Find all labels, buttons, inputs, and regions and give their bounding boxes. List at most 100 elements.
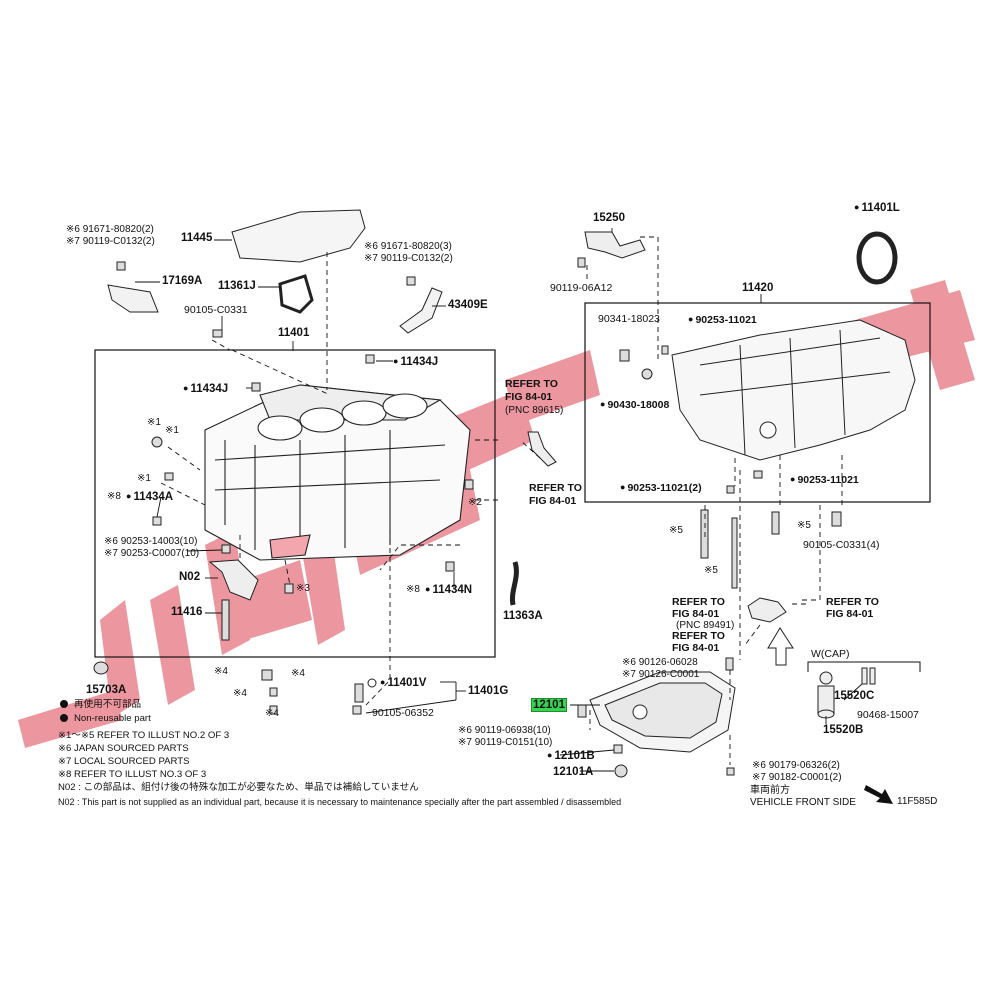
part-12101A[interactable]: 12101A bbox=[553, 766, 594, 778]
legend-dot-2 bbox=[60, 714, 68, 722]
part-17169A[interactable]: 17169A bbox=[162, 275, 203, 287]
annotation-s1a: ※1 bbox=[147, 417, 161, 428]
part-90105-06352[interactable]: 90105-06352 bbox=[372, 707, 434, 719]
part-90119-06A12[interactable]: 90119-06A12 bbox=[550, 282, 613, 294]
annotation-p6c: ※6 90179-06326(2) bbox=[752, 760, 840, 771]
note-1: ※1～※5 REFER TO ILLUST NO.2 OF 3 bbox=[58, 730, 230, 741]
part-11363A[interactable]: 11363A bbox=[503, 610, 543, 622]
part-90253-11021-top[interactable]: 90253-11021 bbox=[688, 313, 756, 327]
part-90430-18008[interactable]: 90430-18008 bbox=[600, 398, 669, 412]
refer5-line1[interactable]: REFER TO bbox=[826, 596, 879, 608]
annotation-s3: ※3 bbox=[296, 583, 310, 594]
dashed-lines bbox=[160, 236, 843, 765]
sensor-89491-drawing bbox=[747, 597, 787, 623]
annotation-s7b: ※7 90253-C0007(10) bbox=[104, 548, 200, 559]
refer1-line2[interactable]: FIG 84-01 bbox=[505, 391, 553, 403]
part-90341-18023[interactable]: 90341-18023 bbox=[598, 313, 660, 325]
part-11420[interactable]: 11420 bbox=[742, 282, 774, 294]
part-90468-15007[interactable]: 90468-15007 bbox=[857, 709, 919, 721]
annotation-tm7: ※7 90119-C0132(2) bbox=[364, 253, 453, 264]
annotation-p7a: ※7 90126-C0001 bbox=[622, 669, 700, 680]
part-11445[interactable]: 11445 bbox=[181, 232, 213, 244]
annotation-tm6: ※6 91671-80820(3) bbox=[364, 241, 452, 252]
annotation-s6b: ※6 90253-14003(10) bbox=[104, 536, 198, 547]
part-11401V[interactable]: 11401V bbox=[380, 676, 426, 690]
part-11434J-left[interactable]: 11434J bbox=[183, 382, 228, 396]
part-15520B[interactable]: 15520B bbox=[823, 724, 864, 736]
part-15520C[interactable]: 15520C bbox=[834, 690, 875, 702]
refer1-line3: (PNC 89615) bbox=[505, 405, 564, 416]
part-90105-C0331-4[interactable]: 90105-C0331(4) bbox=[803, 539, 880, 551]
part-43409E[interactable]: 43409E bbox=[448, 299, 488, 311]
annotation-s5a: ※5 bbox=[669, 525, 683, 536]
note-n02-en: N02 : This part is not supplied as an in… bbox=[58, 797, 622, 807]
annotation-s8b: ※8 bbox=[406, 584, 420, 595]
part-11401[interactable]: 11401 bbox=[278, 327, 310, 339]
refer1-line1[interactable]: REFER TO bbox=[505, 378, 558, 390]
annotation-s4d: ※4 bbox=[265, 708, 279, 719]
cylinder-block-drawing bbox=[204, 384, 471, 561]
oilpan-frame bbox=[584, 302, 931, 503]
part-11363A-drawing bbox=[509, 561, 519, 606]
front-arrow-up bbox=[767, 627, 794, 666]
part-11416[interactable]: 11416 bbox=[171, 606, 203, 618]
annotation-s5c: ※5 bbox=[704, 565, 718, 576]
wcap-bracket bbox=[807, 661, 921, 672]
annotation-tl7: ※7 90119-C0132(2) bbox=[66, 236, 155, 247]
block-frame bbox=[94, 349, 496, 658]
legend-jp: 再使用不可部品 bbox=[60, 699, 141, 711]
refer2-line1[interactable]: REFER TO bbox=[529, 482, 582, 494]
part-11361J[interactable]: 11361J bbox=[218, 280, 256, 292]
part-N02[interactable]: N02 bbox=[179, 571, 201, 583]
legend-en: Non-reusable part bbox=[60, 713, 151, 725]
part-11401G[interactable]: 11401G bbox=[468, 685, 509, 697]
refer3-line1[interactable]: REFER TO bbox=[672, 596, 725, 608]
part-11434J-top[interactable]: 11434J bbox=[393, 355, 438, 369]
cover-11445-drawing bbox=[231, 209, 366, 263]
part-15703A[interactable]: 15703A bbox=[86, 684, 127, 696]
part-12101[interactable]: 12101 bbox=[531, 698, 567, 712]
annotation-s5b: ※5 bbox=[797, 520, 811, 531]
part-11401L[interactable]: 11401L bbox=[854, 201, 899, 215]
annotation-tl6: ※6 91671-80820(2) bbox=[66, 224, 154, 235]
sensor-89615-drawing bbox=[527, 431, 557, 467]
part-11434A[interactable]: 11434A bbox=[126, 490, 173, 504]
note-4: ※8 REFER TO ILLUST NO.3 OF 3 bbox=[58, 769, 207, 780]
part-11361J-drawing bbox=[278, 274, 314, 314]
part-12101B[interactable]: 12101B bbox=[547, 749, 594, 763]
part-12101-highlight: 12101 bbox=[531, 698, 567, 712]
refer4-line2[interactable]: FIG 84-01 bbox=[672, 642, 720, 654]
part-15250[interactable]: 15250 bbox=[593, 212, 625, 224]
refer3-line2[interactable]: FIG 84-01 bbox=[672, 608, 720, 620]
legend-en-text: Non-reusable part bbox=[74, 713, 151, 724]
annotation-s4a: ※4 bbox=[214, 666, 228, 677]
note-3: ※7 LOCAL SOURCED PARTS bbox=[58, 756, 190, 767]
legend-jp-text: 再使用不可部品 bbox=[74, 699, 142, 710]
vehicle-front-jp: 車両前方 bbox=[750, 785, 790, 796]
annotation-s1c: ※1 bbox=[137, 473, 151, 484]
diagram-code: 11F585D bbox=[897, 796, 938, 807]
refer4-line1[interactable]: REFER TO bbox=[672, 630, 725, 642]
refer3-line3: (PNC 89491) bbox=[676, 620, 735, 631]
bracket-17169A-drawing bbox=[107, 284, 159, 313]
annotation-s4c: ※4 bbox=[233, 688, 247, 699]
legend-dot-1 bbox=[60, 700, 68, 708]
part-43409E-drawing bbox=[399, 287, 443, 334]
refer5-line2[interactable]: FIG 84-01 bbox=[826, 608, 874, 620]
part-90253-11021-2[interactable]: 90253-11021(2) bbox=[620, 481, 701, 495]
vehicle-front-arrow bbox=[864, 785, 893, 804]
wcap-label: W(CAP) bbox=[811, 648, 850, 660]
part-11434N[interactable]: 11434N bbox=[425, 583, 472, 597]
seal-11401L-drawing bbox=[856, 231, 898, 285]
part-90105-C0331[interactable]: 90105-C0331 bbox=[184, 304, 248, 316]
annotation-p7c: ※7 90182-C0001(2) bbox=[752, 772, 842, 783]
annotation-p6a: ※6 90126-06028 bbox=[622, 657, 698, 668]
note-n02-jp: N02 : この部品は、組付け後の特殊な加工が必要なため、単品では補給していませ… bbox=[58, 782, 419, 793]
part-15250-drawing bbox=[584, 231, 646, 259]
refer2-line2[interactable]: FIG 84-01 bbox=[529, 495, 577, 507]
part-90253-11021-right[interactable]: 90253-11021 bbox=[790, 473, 858, 487]
annotation-p6b: ※6 90119-06938(10) bbox=[458, 725, 551, 736]
annotation-s8a: ※8 bbox=[107, 491, 121, 502]
vehicle-front-en: VEHICLE FRONT SIDE bbox=[750, 797, 856, 808]
